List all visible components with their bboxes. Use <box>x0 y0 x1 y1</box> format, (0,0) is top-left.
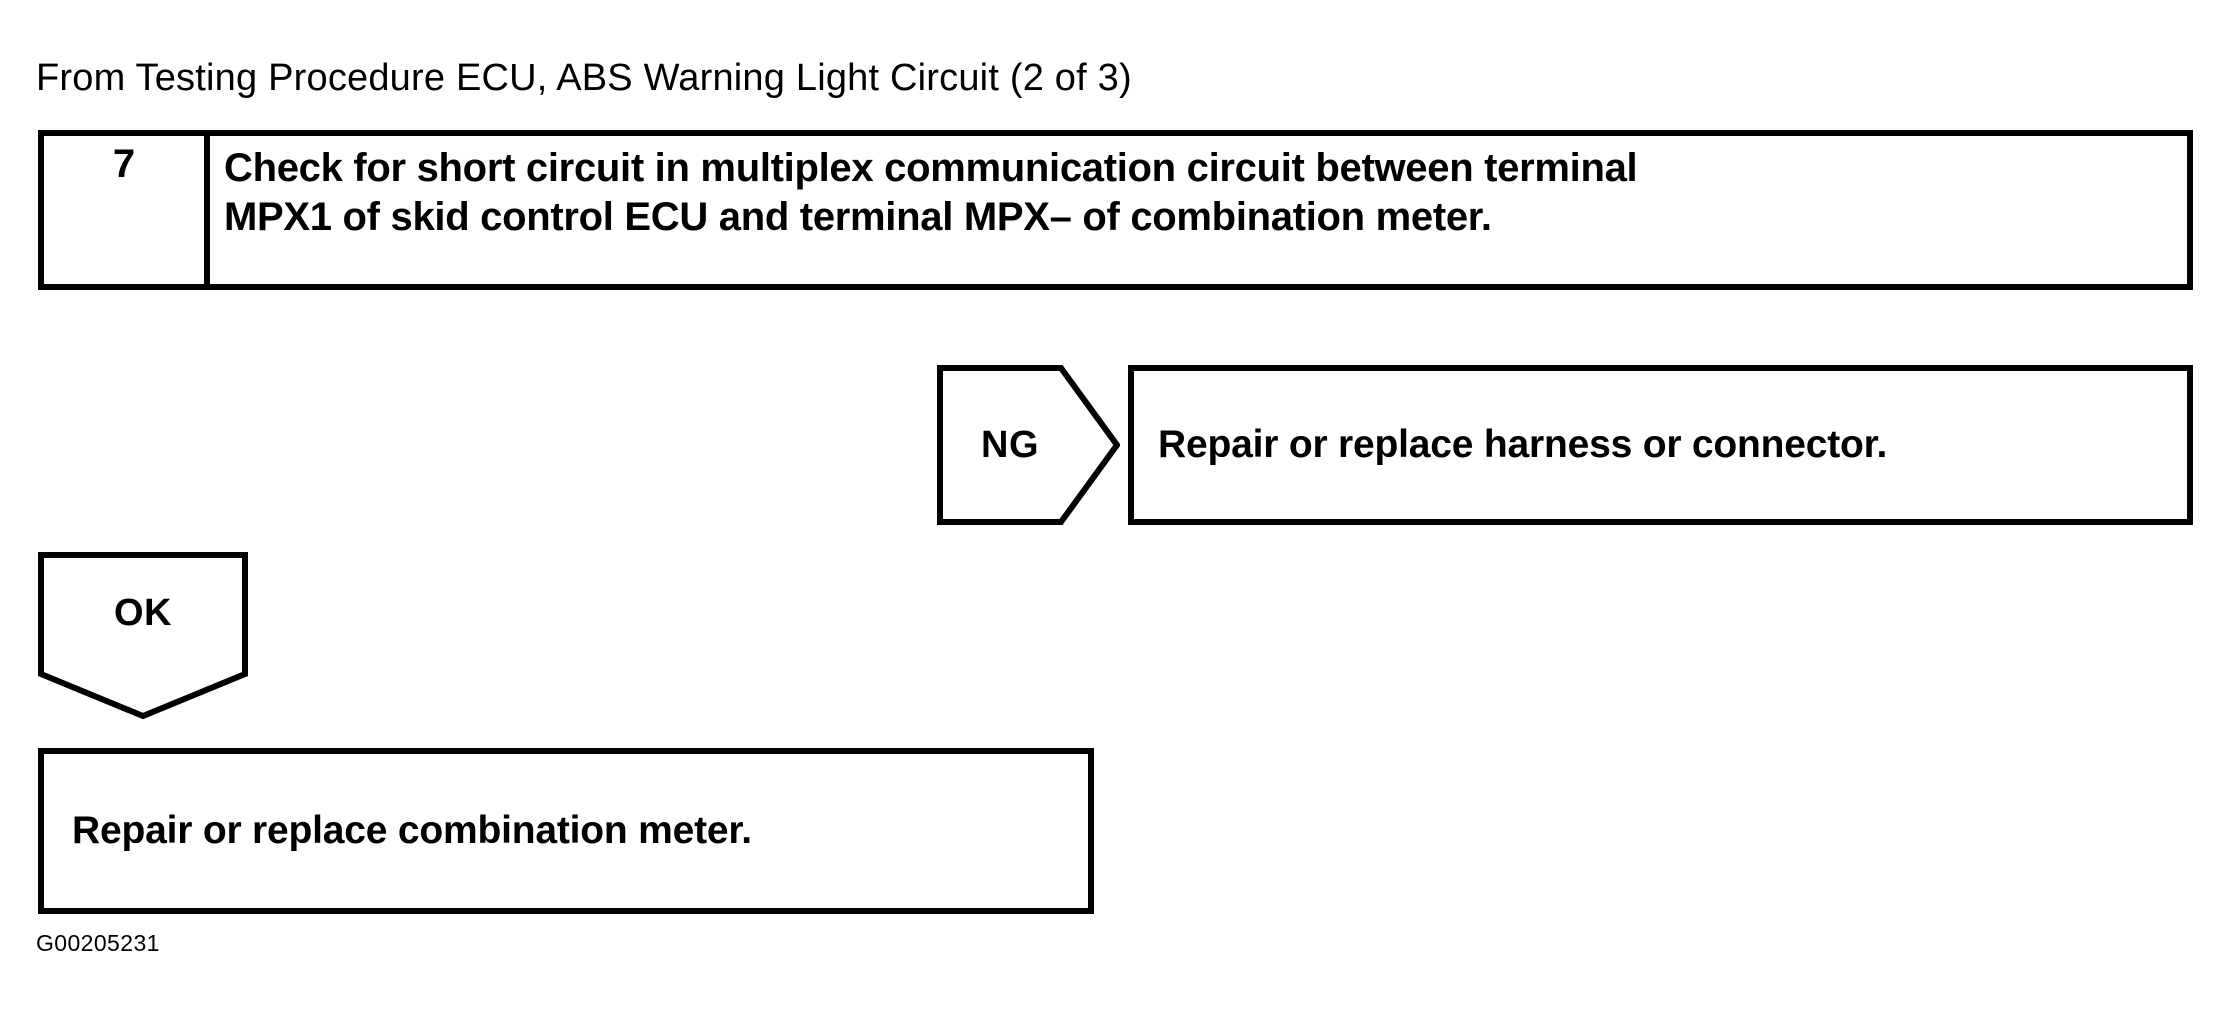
step-instruction: Check for short circuit in multiplex com… <box>210 136 2187 284</box>
step-number: 7 <box>112 142 136 186</box>
step-box: 7 Check for short circuit in multiplex c… <box>38 130 2193 290</box>
ok-branch-tag: OK <box>38 552 248 720</box>
step-instruction-line-1: Check for short circuit in multiplex com… <box>224 146 1638 190</box>
ok-branch-label: OK <box>114 591 172 634</box>
ng-branch-label: NG <box>981 423 1039 466</box>
ng-result-text: Repair or replace harness or connector. <box>1158 423 1888 466</box>
figure-reference-code: G00205231 <box>36 930 160 956</box>
ok-result-text: Repair or replace combination meter. <box>72 809 752 852</box>
ok-result-box: Repair or replace combination meter. <box>38 748 1094 914</box>
ng-branch-tag: NG <box>937 365 1120 525</box>
step-instruction-line-2: MPX1 of skid control ECU and terminal MP… <box>224 194 1492 239</box>
page-title: From Testing Procedure ECU, ABS Warning … <box>36 57 1132 99</box>
ng-pentagon-icon <box>937 365 1120 525</box>
ng-result-box: Repair or replace harness or connector. <box>1128 365 2193 525</box>
step-number-cell: 7 <box>44 136 210 284</box>
ok-down-arrow-icon <box>38 552 248 720</box>
